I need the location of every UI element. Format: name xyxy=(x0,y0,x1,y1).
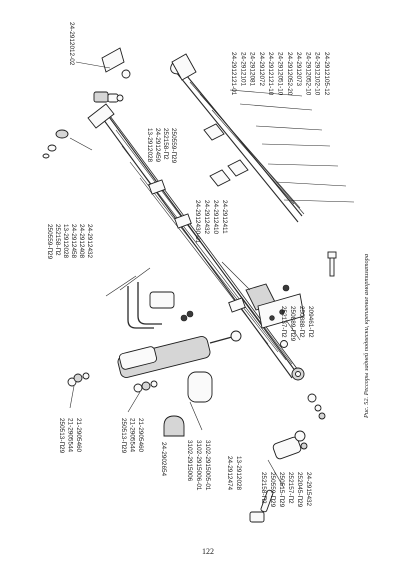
part-number-label: 24-2912121-10 xyxy=(267,52,274,96)
part-number-label: 250513-П29 xyxy=(120,418,127,454)
part-number-label: 3102-2915005-01 xyxy=(204,440,211,491)
hardware-bottom-right xyxy=(249,251,337,523)
part-number-label: 24-2912101 xyxy=(239,52,246,87)
shock-absorber xyxy=(117,330,242,378)
part-number-label: 21-2905544 xyxy=(129,418,136,453)
part-number-label: 13-2912028 xyxy=(235,456,242,491)
part-number-label: 13-2912028 xyxy=(146,128,153,163)
labels-buffer: 24-2902654 xyxy=(160,442,167,477)
upper-spring-pack xyxy=(170,53,305,223)
leaf-spring-pack xyxy=(87,103,305,381)
part-number-label: 209461-П2 xyxy=(307,306,314,338)
part-number-label: 250559-П29 xyxy=(269,472,276,508)
part-number-label: 250559-П29 xyxy=(170,128,177,164)
u-bolts xyxy=(127,282,194,329)
part-number-label: 252158-П2 xyxy=(54,224,61,256)
part-number-label: 24-2912102-10 xyxy=(314,52,321,96)
part-number-label: 24-2912052-10 xyxy=(304,52,311,96)
part-number-label: 250513-П29 xyxy=(58,418,65,454)
part-number-label: 21-2905460 xyxy=(75,418,82,453)
part-number-label: 250889-П29 xyxy=(289,306,296,342)
buffer-24-2902654 xyxy=(163,415,185,437)
part-number-label: 24-2912474 xyxy=(226,456,233,491)
part-number-label: 252157-П2 xyxy=(287,472,294,504)
part-number-label: 250888-П2 xyxy=(298,306,305,338)
part-number-label: 24-2912459 xyxy=(154,128,161,163)
part-number-label: 250515-П29 xyxy=(278,472,285,508)
part-number-label: 252158-П2 xyxy=(260,472,267,504)
part-number-label: 24-2912073 xyxy=(295,52,302,87)
part-number-label: 252045-П29 xyxy=(296,472,303,508)
part-number-label: 24-2912408 xyxy=(78,224,85,259)
part-number-label: 24-2912411 xyxy=(221,200,228,234)
figure-caption: Рис. 52. Рессоры задней подвески, крепле… xyxy=(363,254,370,419)
part-number-label: 24-2912432 xyxy=(86,224,93,259)
part-number-label: 252158-П2 xyxy=(162,128,169,160)
part-number-label: 24-2912081 xyxy=(249,52,256,87)
part-number-label: 24-2915432 xyxy=(305,472,312,507)
part-number-label: 24-2912458 xyxy=(70,224,77,259)
part-number-label: 24-2902654 xyxy=(160,442,167,477)
part-number-label: 24-2912051-10 xyxy=(277,52,284,96)
bracket-assembly xyxy=(187,283,305,403)
page-number: 122 xyxy=(202,547,214,556)
part-number-label: 21-2905544 xyxy=(67,418,74,453)
part-number-label: 24-2912430-01 xyxy=(194,200,201,244)
part-number-label: 3102-2915006 xyxy=(186,440,193,482)
part-number-label: 24-2912410 xyxy=(212,200,219,235)
part-number-label: 250559-П29 xyxy=(46,224,53,260)
labels-top-left: 24-2912012-02 xyxy=(68,22,75,66)
part-number-label: 3102-2915006-01 xyxy=(195,440,202,491)
hardware-left-shock-end xyxy=(67,372,158,393)
hardware-top-left xyxy=(42,47,131,159)
leader-lines xyxy=(69,61,355,489)
part-number-label: 24-2912012-02 xyxy=(68,22,75,66)
part-number-label: 13-2912028 xyxy=(62,224,69,259)
part-number-label: 24-2912105-12 xyxy=(323,52,330,96)
part-number-label: 252137-П2 xyxy=(280,306,287,338)
part-number-label: 24-2912121-01 xyxy=(230,52,237,96)
part-number-label: 24-2912052-20 xyxy=(286,52,293,96)
part-number-label: 24-2912432 xyxy=(203,200,210,235)
part-number-label: 24-2912072 xyxy=(258,52,265,87)
part-number-label: 21-2905460 xyxy=(137,418,144,453)
